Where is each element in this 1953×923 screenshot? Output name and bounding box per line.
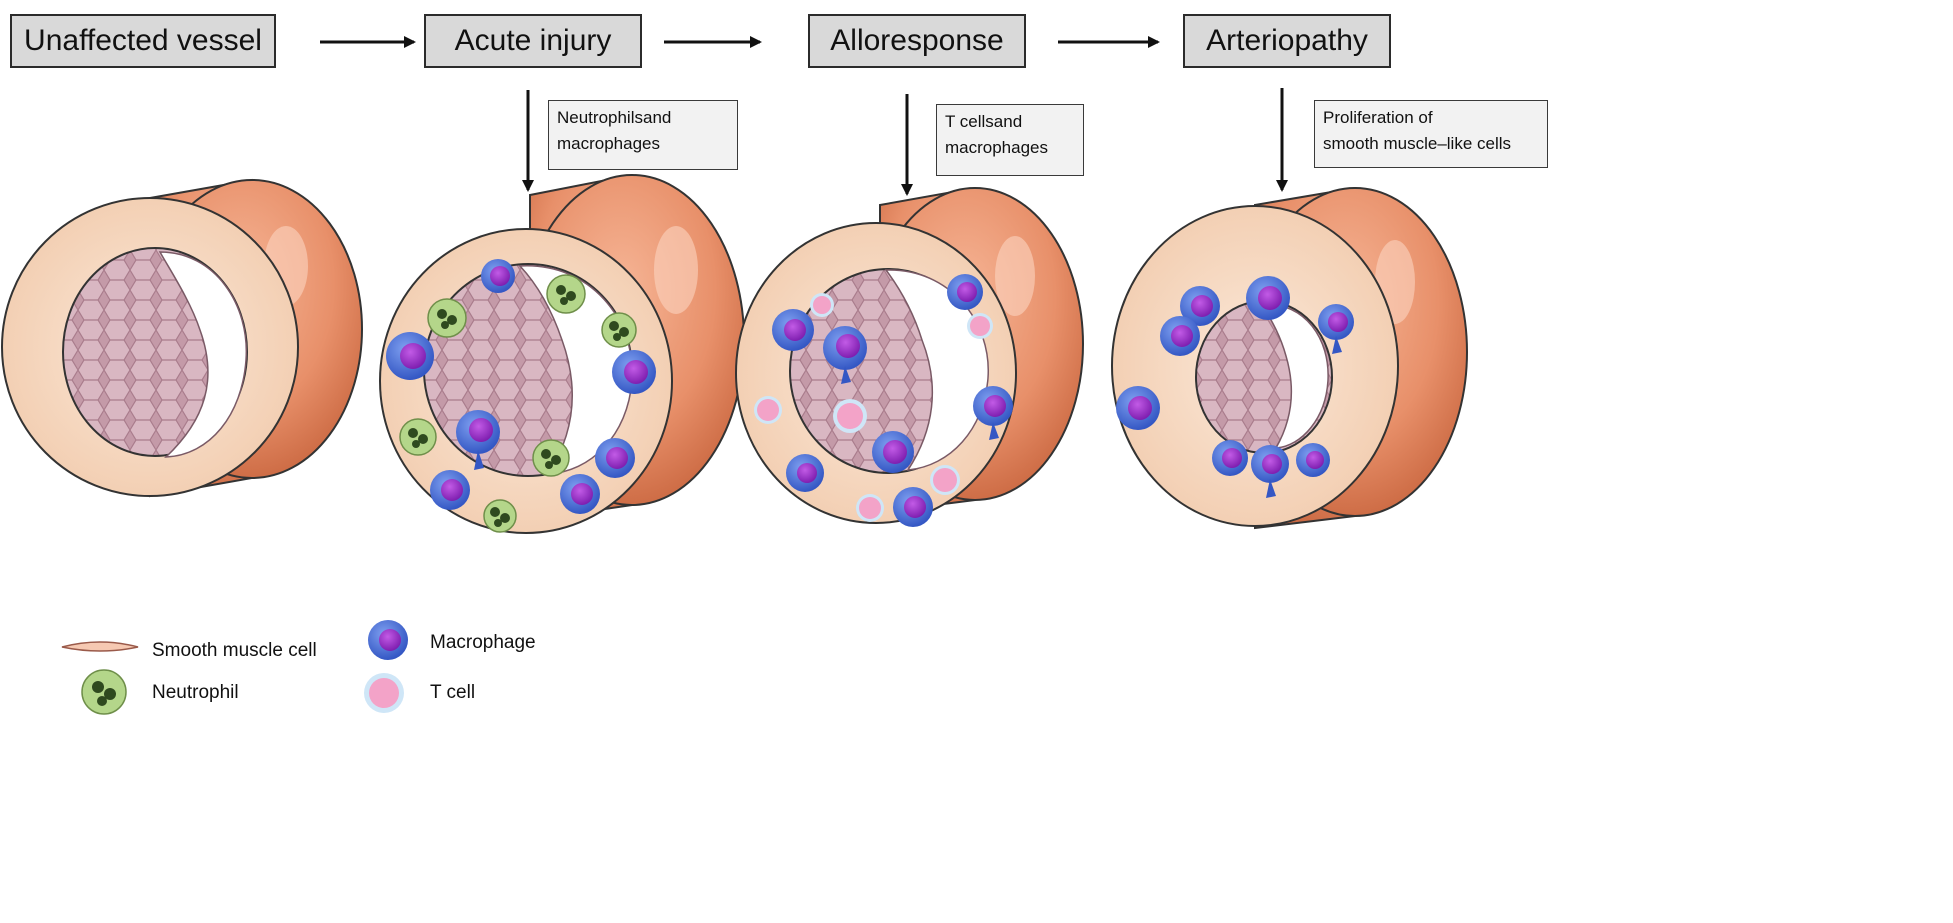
note-allo-line-1: T cellsand — [945, 112, 1023, 131]
legend-smooth-muscle-label: Smooth muscle cell — [152, 640, 317, 661]
vessel-allo — [735, 186, 1084, 524]
macrophages — [386, 259, 1354, 527]
neutrophils-acute — [399, 274, 637, 533]
note-box-arterio: Proliferation of smooth muscle–like cell… — [1314, 100, 1548, 168]
note-box-allo: T cellsand macrophages — [936, 104, 1084, 176]
stage-box-arteriopathy: Arteriopathy — [1183, 14, 1391, 68]
stage-box-alloresponse: Alloresponse — [808, 14, 1026, 68]
note-arterio-line-1: Proliferation of — [1323, 108, 1433, 127]
legend-neutrophil-label: Neutrophil — [152, 682, 239, 703]
stage-box-acute-injury: Acute injury — [424, 14, 642, 68]
legend-t-cell-label: T cell — [430, 682, 476, 703]
note-arterio-line-2: smooth muscle–like cells — [1323, 134, 1512, 153]
legend-macrophage-icon — [368, 620, 408, 660]
note-acute-line-2: macrophages — [557, 134, 661, 153]
legend-t-cell-icon — [364, 673, 404, 713]
note-box-acute: Neutrophilsand macrophages — [548, 100, 738, 170]
stage-box-unaffected-vessel: Unaffected vessel — [10, 14, 276, 68]
note-acute-line-1: Neutrophilsand — [557, 108, 672, 127]
legend-macrophage-label: Macrophage — [430, 632, 536, 653]
legend-neutrophil-icon — [81, 669, 127, 715]
t-cells-allo — [754, 293, 993, 522]
note-allo-line-2: macrophages — [945, 138, 1049, 157]
vessel-unaffected — [1, 178, 363, 498]
vessel-arterio — [1111, 186, 1468, 530]
legend-smooth-muscle-icon — [61, 641, 139, 652]
